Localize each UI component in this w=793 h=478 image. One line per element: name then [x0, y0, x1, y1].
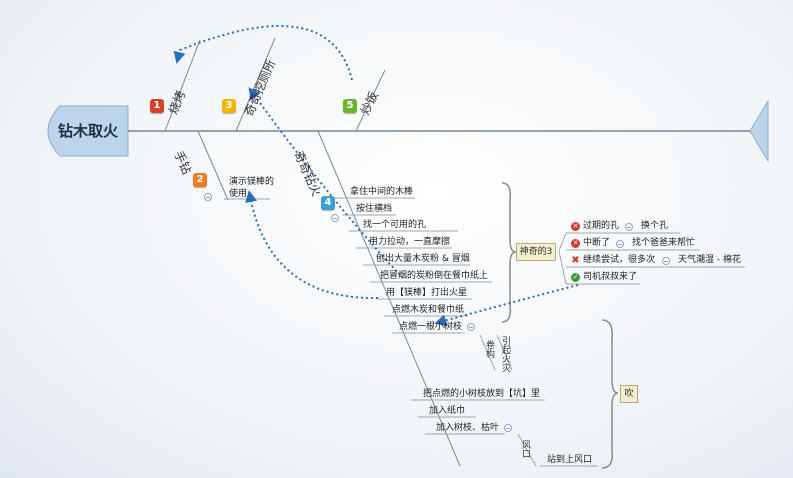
collapse-icon[interactable] — [616, 240, 624, 248]
step-underlines — [335, 197, 598, 467]
magic-item-extra[interactable]: 天气潮湿 - 棉花 — [678, 255, 741, 265]
side-label-wind[interactable]: 风口 — [520, 440, 530, 458]
step-item[interactable]: 用【镁棒】打出火星 — [386, 288, 468, 298]
arrow-fried-rice-to-bbq — [173, 25, 353, 81]
magic-item-text[interactable]: 司机叔叔来了 — [583, 272, 638, 282]
collapse-icon[interactable] — [625, 223, 633, 231]
brace-blow — [601, 319, 619, 469]
hand-drill-note[interactable]: 演示镁棒的使用 — [229, 177, 275, 199]
magic-item-text[interactable]: 中断了 — [583, 238, 611, 248]
group-blow[interactable]: 吹 — [620, 385, 638, 403]
magic-item-extra[interactable]: 找个爸爸来帮忙 — [632, 238, 696, 248]
fish-head[interactable] — [47, 105, 129, 157]
collapse-icon[interactable] — [331, 214, 339, 222]
magic-underlines — [558, 232, 745, 285]
side-label-fire[interactable]: 引起火灾 — [500, 336, 510, 372]
badge-5: 5 — [343, 99, 357, 113]
badge-1: 1 — [150, 99, 164, 113]
bone-5-line — [355, 69, 386, 132]
step-item[interactable]: 用力拉动，一直摩擦 — [369, 237, 451, 247]
collapse-icon[interactable] — [504, 424, 512, 432]
step-item[interactable]: 加入纸巾 — [429, 406, 466, 416]
step-item[interactable]: 按住横档 — [356, 204, 393, 214]
collapse-icon[interactable] — [467, 323, 475, 331]
check-icon: ✓ — [571, 273, 580, 282]
step-item[interactable]: 点燃一根小树枝 — [399, 322, 463, 332]
x-mark-icon: ✖ — [571, 255, 580, 266]
magic-item-extra[interactable]: 换个孔 — [641, 221, 669, 231]
badge-2: 2 — [193, 173, 207, 187]
bone-1-line — [164, 39, 201, 132]
collapse-icon[interactable] — [662, 257, 670, 265]
magic-item-text[interactable]: 过期的孔 — [583, 221, 620, 231]
step-item[interactable]: 站到上风口 — [547, 455, 593, 465]
badge-3: 3 — [222, 99, 236, 113]
step-item[interactable]: 点燃木炭和餐巾纸 — [392, 305, 465, 315]
collapse-icon[interactable] — [204, 193, 212, 201]
step-item[interactable]: 找一个可用的孔 — [363, 220, 427, 230]
step-item[interactable]: 刨出大量木炭粉 & 冒烟 — [376, 254, 470, 264]
x-circle-icon: ✕ — [571, 222, 580, 231]
x-circle-icon: ✕ — [571, 239, 580, 248]
arrow-step-to-demo — [245, 190, 379, 300]
bone-3-line — [235, 37, 276, 132]
step-item[interactable]: 把冒烟的炭粉倒在餐巾纸上 — [380, 271, 489, 281]
badge-4: 4 — [321, 196, 335, 210]
step-item[interactable]: 拿住中间的木棒 — [350, 187, 414, 197]
step-item[interactable]: 把点燃的小树枝放到【坑】里 — [423, 389, 541, 399]
arrow-driver-to-step — [434, 284, 579, 327]
bone-2-line — [197, 130, 229, 201]
side-label-structure[interactable]: 卷构 — [484, 340, 494, 358]
step-item[interactable]: 加入树枝、枯叶 — [436, 423, 500, 433]
group-magic-three[interactable]: 神奇的3 — [516, 243, 556, 261]
head-title[interactable]: 钻木取火 — [58, 122, 119, 140]
magic-item-text[interactable]: 继续尝试，很多次 — [583, 255, 656, 265]
fish-tail — [749, 99, 769, 163]
arrow-step-to-toilet — [248, 87, 401, 276]
